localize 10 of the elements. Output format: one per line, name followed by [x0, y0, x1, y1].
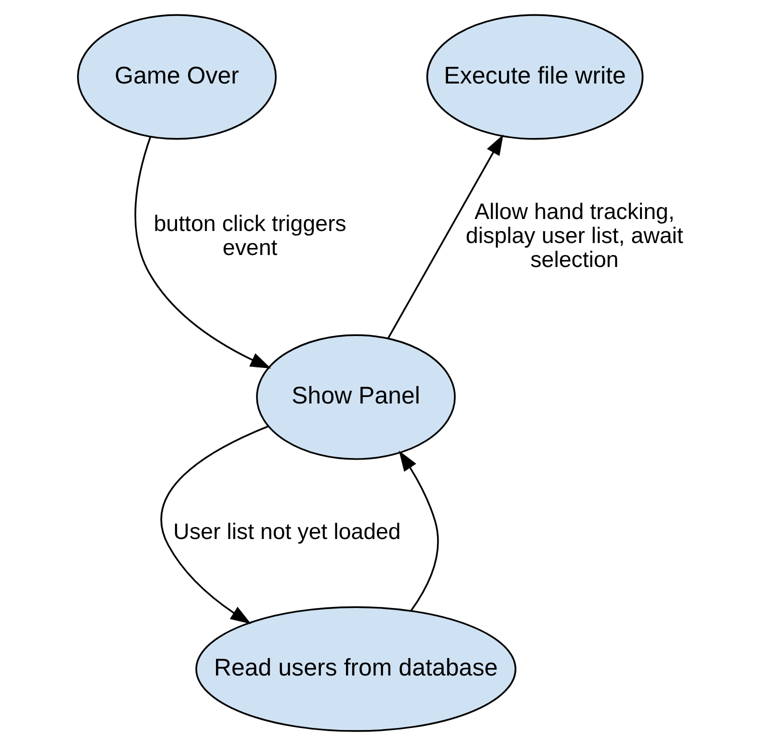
edge-label: button click triggers event	[153, 210, 346, 260]
node-ellipse: Show Panel	[256, 334, 456, 460]
arrow	[398, 450, 438, 612]
node-ellipse: Game Over	[76, 14, 276, 140]
edge-label: Allow hand tracking, display user list, await selection	[465, 198, 683, 272]
edge-label: User list not yet loaded	[172, 518, 400, 544]
arrow	[386, 134, 503, 339]
arrow	[134, 136, 271, 369]
node-ellipse: Execute file write	[426, 14, 643, 140]
arrow	[160, 425, 268, 624]
